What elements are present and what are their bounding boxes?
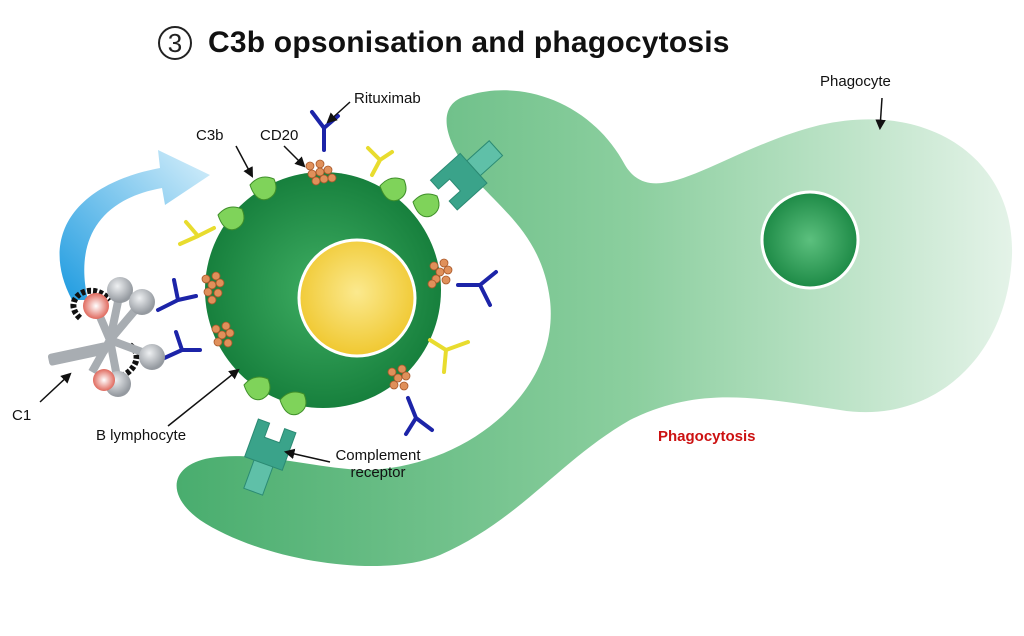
title-text: C3b opsonisation and phagocytosis bbox=[208, 26, 730, 59]
label-rituximab: Rituximab bbox=[354, 90, 421, 107]
label-c3b: C3b bbox=[196, 127, 224, 144]
cd20-clusters bbox=[201, 159, 453, 391]
diagram-title: 3 C3b opsonisation and phagocytosis bbox=[158, 26, 730, 60]
curved-arrow-icon bbox=[59, 150, 211, 300]
yellow-antibodies bbox=[178, 146, 470, 374]
phagocyte-nucleus bbox=[760, 190, 860, 290]
label-complement-line2: receptor bbox=[350, 464, 406, 481]
c3b-fragments bbox=[217, 176, 440, 416]
b-lymphocyte-nucleus bbox=[297, 238, 417, 358]
label-b-lymphocyte: B lymphocyte bbox=[96, 427, 187, 444]
label-c1: C1 bbox=[12, 407, 32, 424]
label-cd20: CD20 bbox=[260, 127, 299, 144]
label-phagocytosis: Phagocytosis bbox=[658, 428, 756, 445]
label-complement-receptor: Complement receptor bbox=[326, 447, 430, 481]
label-complement-line1: Complement bbox=[335, 447, 421, 464]
step-number-badge: 3 bbox=[158, 26, 192, 60]
complement-receptor-bottom bbox=[243, 418, 297, 496]
pointer-arrows bbox=[39, 97, 886, 463]
complement-receptor-top bbox=[429, 140, 504, 211]
c1-complex bbox=[47, 277, 165, 397]
label-phagocyte: Phagocyte bbox=[820, 73, 891, 90]
